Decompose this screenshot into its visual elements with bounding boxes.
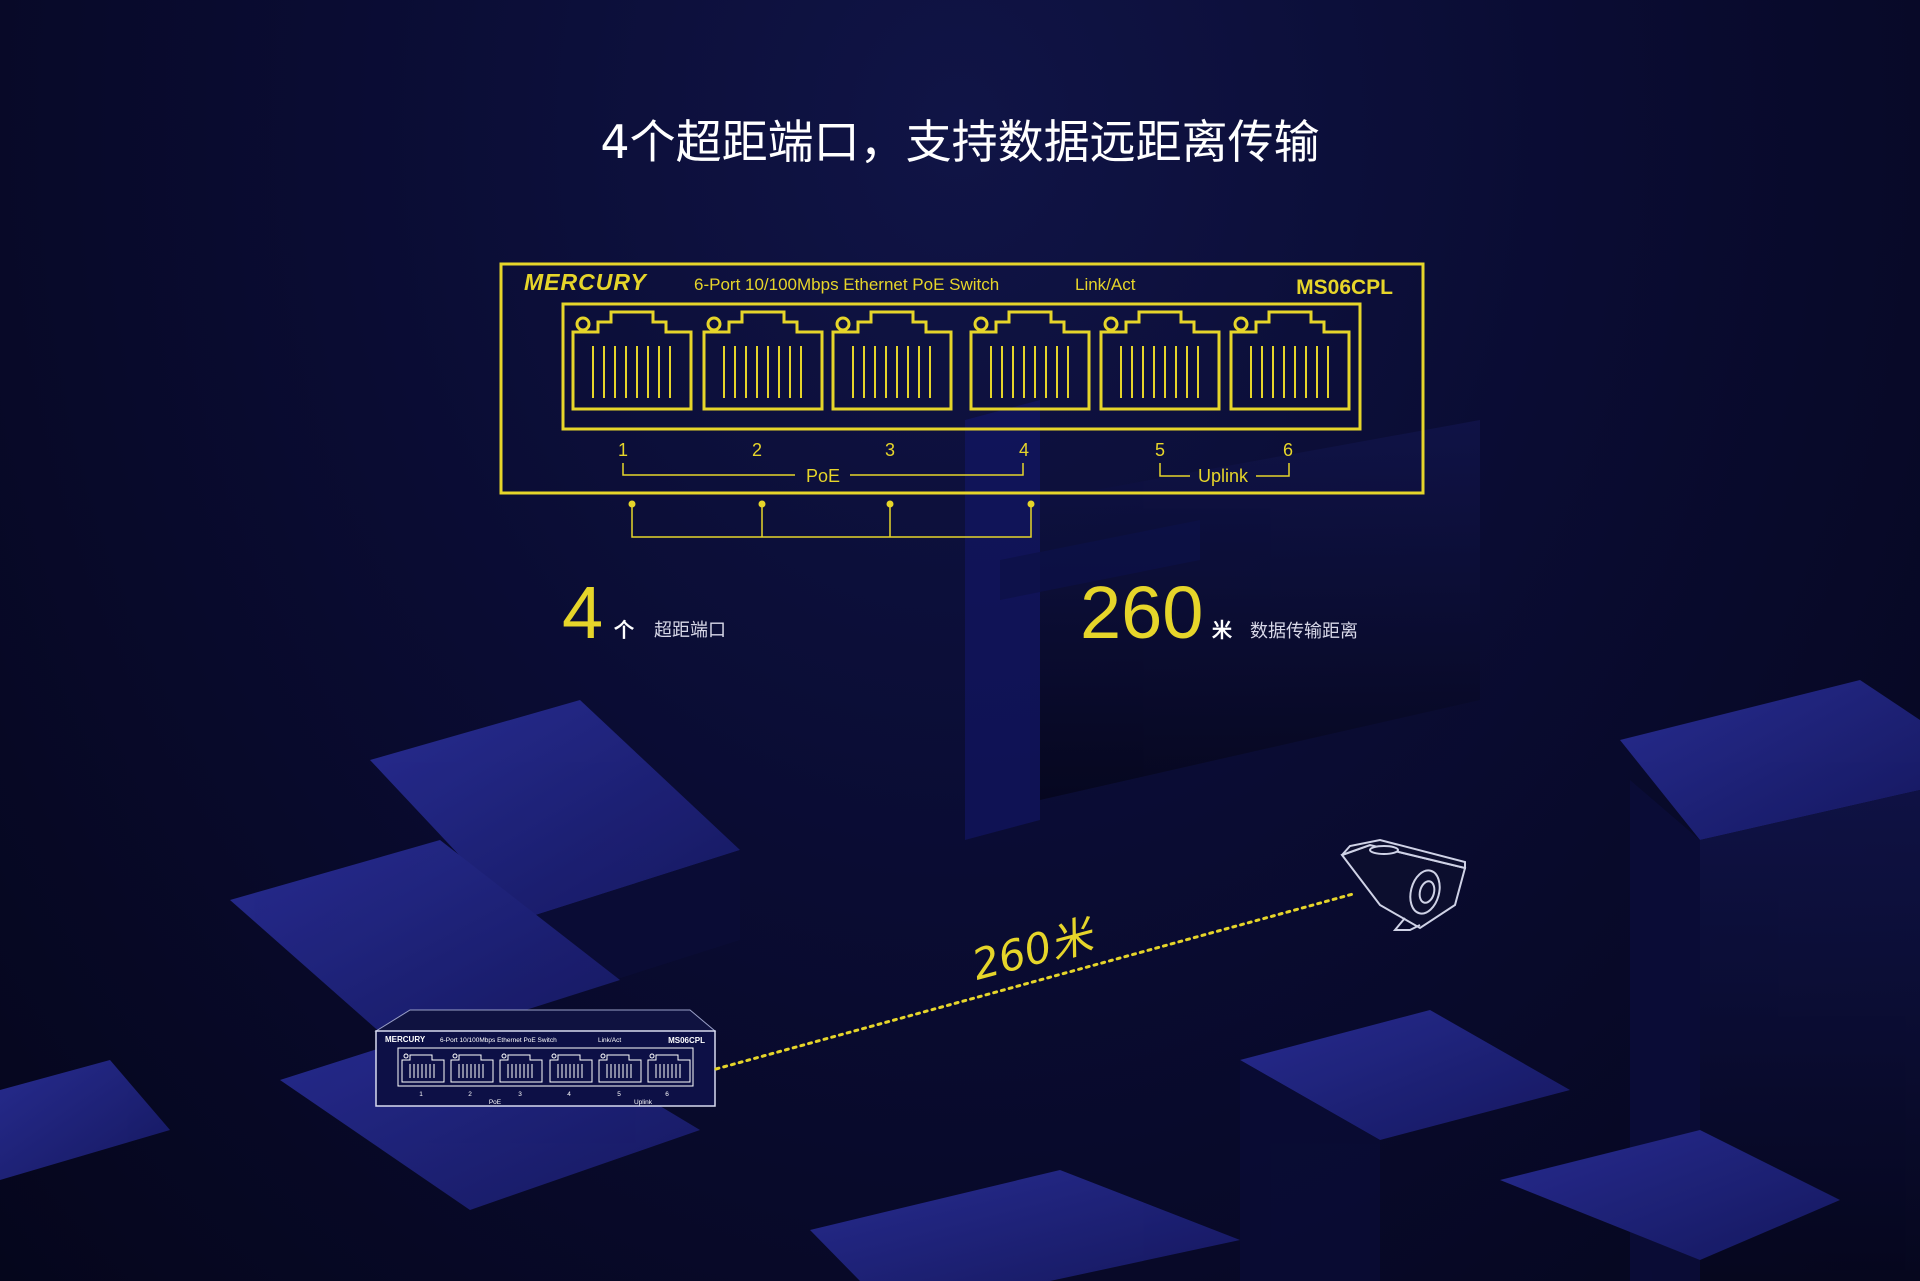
svg-text:4: 4 bbox=[567, 1091, 571, 1098]
port-number: 2 bbox=[752, 440, 762, 460]
mini-port bbox=[549, 1053, 593, 1083]
stat-unit: 米 bbox=[1212, 618, 1233, 642]
port-number: 6 bbox=[1283, 440, 1293, 460]
switch-description: 6-Port 10/100Mbps Ethernet PoE Switch bbox=[694, 275, 999, 294]
rj45-port-2 bbox=[702, 310, 824, 411]
port-led-icon bbox=[706, 316, 722, 332]
connector-dot bbox=[1027, 500, 1035, 508]
mini-port bbox=[647, 1053, 691, 1083]
uplink-bracket-right bbox=[1256, 463, 1290, 477]
svg-text:MS06CPL: MS06CPL bbox=[668, 1036, 705, 1045]
rj45-port-3 bbox=[831, 310, 953, 411]
distance-label: 260米 bbox=[967, 910, 1102, 990]
stat-label: 超距端口 bbox=[654, 620, 726, 641]
poe-label: PoE bbox=[806, 466, 840, 486]
svg-text:Uplink: Uplink bbox=[634, 1099, 653, 1106]
poe-bracket-left bbox=[622, 463, 795, 476]
poe-bracket-right bbox=[850, 463, 1024, 476]
rj45-port-5 bbox=[1099, 310, 1221, 411]
link-act-label: Link/Act bbox=[1075, 275, 1136, 294]
svg-text:6: 6 bbox=[665, 1091, 669, 1098]
svg-text:MERCURY: MERCURY bbox=[385, 1035, 426, 1044]
svg-text:PoE: PoE bbox=[489, 1099, 502, 1106]
port-number: 5 bbox=[1155, 440, 1165, 460]
mini-port bbox=[499, 1053, 543, 1083]
stat-value: 260 bbox=[1080, 571, 1203, 654]
port-led-icon bbox=[973, 316, 989, 332]
brand-logo: MERCURY bbox=[524, 269, 649, 295]
port-led-icon bbox=[835, 316, 851, 332]
rj45-port-4 bbox=[969, 310, 1091, 411]
port-led-icon bbox=[1103, 316, 1119, 332]
mini-port bbox=[450, 1053, 494, 1083]
uplink-bracket-left bbox=[1159, 463, 1190, 477]
ip-camera-icon bbox=[1340, 838, 1467, 931]
uplink-label: Uplink bbox=[1198, 466, 1249, 486]
switch-device-icon: MERCURY 6-Port 10/100Mbps Ethernet PoE S… bbox=[374, 1009, 717, 1107]
connector-dot bbox=[886, 500, 894, 508]
port-frame bbox=[561, 302, 1362, 431]
stat-label: 数据传输距离 bbox=[1250, 621, 1358, 642]
svg-text:5: 5 bbox=[617, 1091, 621, 1098]
stat-distance: 260 米 数据传输距离 bbox=[1080, 571, 1358, 654]
poe-port-connector bbox=[631, 504, 1032, 538]
headline: 4个超距端口，支持数据远距离传输 bbox=[600, 115, 1319, 169]
connector-dot bbox=[758, 500, 766, 508]
svg-text:6-Port 10/100Mbps Ethernet PoE: 6-Port 10/100Mbps Ethernet PoE Switch bbox=[440, 1037, 557, 1044]
svg-text:1: 1 bbox=[419, 1091, 423, 1098]
stat-ports: 4 个 超距端口 bbox=[562, 571, 726, 654]
rj45-port-1 bbox=[571, 310, 693, 411]
rj45-port-6 bbox=[1229, 310, 1351, 411]
port-number: 3 bbox=[885, 440, 895, 460]
stat-unit: 个 bbox=[613, 618, 635, 642]
switch-front-panel-diagram bbox=[499, 262, 1425, 538]
stat-value: 4 bbox=[562, 571, 603, 654]
port-led-icon bbox=[575, 316, 591, 332]
mini-port bbox=[401, 1053, 445, 1083]
svg-text:3: 3 bbox=[518, 1091, 522, 1098]
city-buildings-background bbox=[0, 400, 1920, 1281]
port-number: 4 bbox=[1019, 440, 1029, 460]
connector-dot bbox=[628, 500, 636, 508]
svg-text:Link/Act: Link/Act bbox=[598, 1037, 621, 1044]
port-number: 1 bbox=[618, 440, 628, 460]
distance-dotted-line bbox=[714, 892, 1355, 1071]
svg-text:2: 2 bbox=[468, 1091, 472, 1098]
port-led-icon bbox=[1233, 316, 1249, 332]
model-number: MS06CPL bbox=[1296, 276, 1393, 299]
mini-port bbox=[598, 1053, 642, 1083]
panel-outline bbox=[499, 262, 1425, 495]
